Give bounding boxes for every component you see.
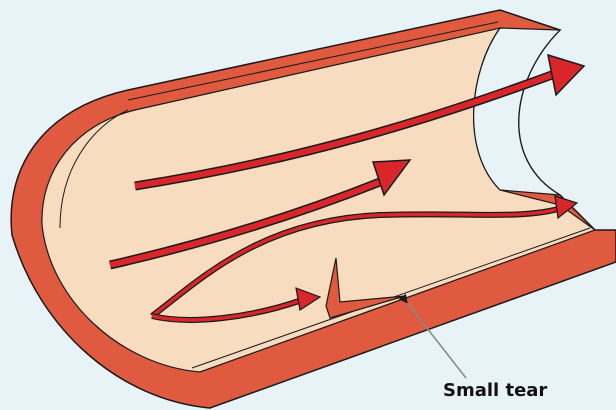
vessel-opening bbox=[474, 28, 560, 195]
tear-label: Small tear bbox=[443, 380, 547, 401]
flow-arrow-top-head bbox=[548, 55, 584, 95]
